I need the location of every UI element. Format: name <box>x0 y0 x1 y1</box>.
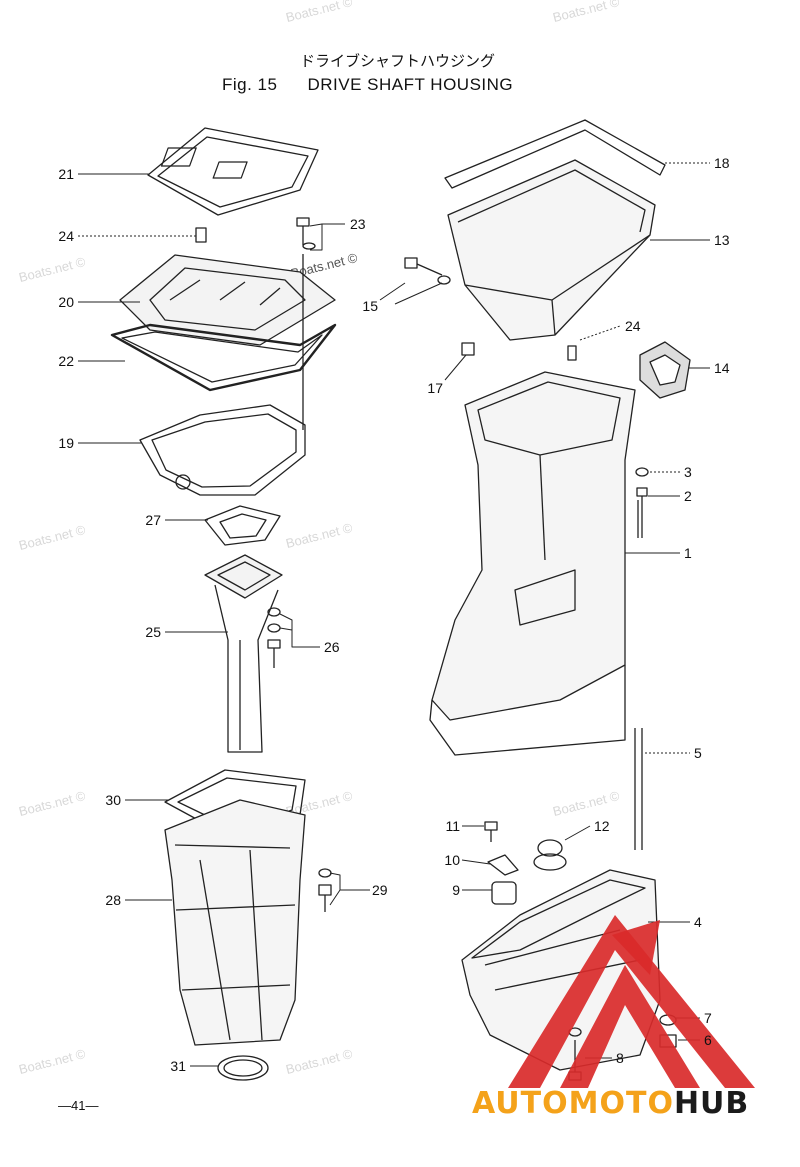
callout-15: 15 <box>362 298 378 314</box>
part-15-bolt <box>404 257 451 285</box>
part-21-gasket <box>147 127 319 216</box>
callout-11: 11 <box>445 818 460 834</box>
callout-17: 17 <box>427 380 443 396</box>
callout-9: 9 <box>452 882 460 898</box>
callout-14: 14 <box>714 360 730 376</box>
callout-21: 21 <box>58 166 74 182</box>
part-19-gasket <box>139 404 306 496</box>
part-18-seal <box>444 119 666 189</box>
automotohub-logo-mark <box>508 915 755 1088</box>
logo-text-automoto: AUTOMOTO <box>472 1086 674 1121</box>
part-29-bolt <box>318 868 332 912</box>
callout-10: 10 <box>444 852 460 868</box>
callout-24: 24 <box>625 318 641 334</box>
part-17-nut <box>461 342 475 356</box>
callout-1: 1 <box>684 545 692 561</box>
part-26-bolt <box>267 607 281 668</box>
callout-2: 2 <box>684 488 692 504</box>
title-japanese: ドライブシャフトハウジング <box>300 52 496 70</box>
callout-24: 24 <box>58 228 74 244</box>
callout-7: 7 <box>704 1010 712 1026</box>
callout-4: 4 <box>694 914 702 930</box>
callout-30: 30 <box>105 792 121 808</box>
part-20-adapter <box>119 227 336 346</box>
callout-22: 22 <box>58 353 74 369</box>
part-3-washer <box>635 467 649 477</box>
part-31-seal <box>217 1055 269 1081</box>
part-5-stud <box>634 728 643 850</box>
part-14-mount <box>639 341 691 399</box>
callout-19: 19 <box>58 435 74 451</box>
callout-31: 31 <box>170 1058 186 1074</box>
page-number: —41— <box>58 1098 99 1113</box>
callout-13: 13 <box>714 232 730 248</box>
part-10-plate <box>487 854 519 876</box>
part-22-gasket <box>110 323 337 392</box>
callout-26: 26 <box>324 639 340 655</box>
callout-6: 6 <box>704 1032 712 1048</box>
callout-18: 18 <box>714 155 730 171</box>
part-9-grommet <box>491 881 517 905</box>
part-27-gasket <box>204 505 281 546</box>
callout-28: 28 <box>105 892 121 908</box>
part-11-screw <box>484 821 498 831</box>
part-13-cover <box>447 159 656 341</box>
callout-12: 12 <box>594 818 610 834</box>
callout-20: 20 <box>58 294 74 310</box>
automotohub-logo-text: AUTOMOTOHUB <box>472 1086 749 1121</box>
callout-23: 23 <box>350 216 366 232</box>
figure-title: DRIVE SHAFT HOUSING <box>307 75 514 94</box>
part-12-cap <box>533 839 567 871</box>
logo-text-hub: HUB <box>673 1086 750 1121</box>
part-1-drive-shaft-housing <box>429 371 636 756</box>
callout-3: 3 <box>684 464 692 480</box>
callout-27: 27 <box>145 512 161 528</box>
callout-5: 5 <box>694 745 702 761</box>
callout-25: 25 <box>145 624 161 640</box>
part-23-bolt <box>296 217 316 250</box>
part-24-dowel <box>567 345 577 361</box>
callout-8: 8 <box>616 1050 624 1066</box>
part-2-bolt <box>636 487 648 538</box>
figure-label: Fig. 15 <box>222 75 278 94</box>
title-english: Fig. 15 DRIVE SHAFT HOUSING <box>222 75 513 95</box>
part-28-housing <box>164 799 306 1046</box>
callout-29: 29 <box>372 882 388 898</box>
part-25-exhaust-tube <box>204 554 283 753</box>
